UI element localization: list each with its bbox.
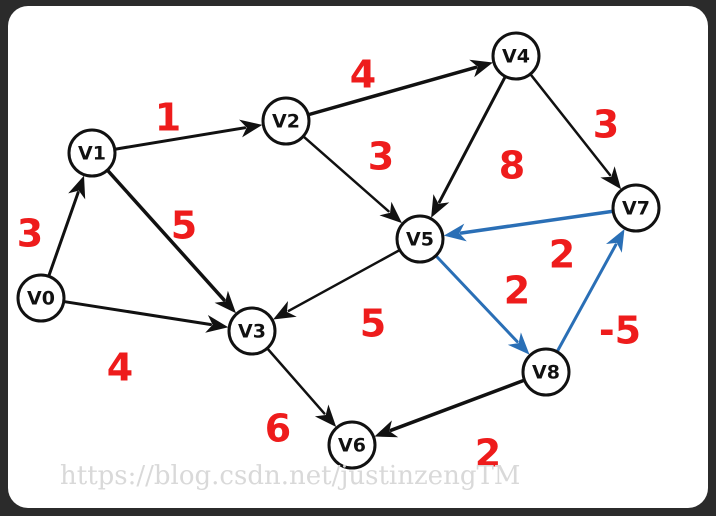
edge-line (459, 209, 614, 235)
arrowhead (469, 59, 493, 78)
edge-v1-to-v2 (114, 119, 263, 151)
arrowhead (443, 223, 467, 242)
node-circle (261, 96, 311, 146)
node-label: V0 (27, 288, 55, 310)
edge-weight-v5-v8: 2 (504, 269, 530, 313)
arrowhead (379, 201, 402, 224)
node-v3: V3 (227, 306, 277, 356)
edge-weight-v3-v6: 6 (265, 407, 291, 451)
arrowhead (205, 315, 229, 333)
edge-v5-to-v3 (273, 249, 401, 320)
edge-v3-to-v6 (266, 347, 337, 427)
node-circle (521, 347, 571, 397)
edge-v7-to-v5 (443, 209, 614, 242)
node-v0: V0 (16, 273, 66, 323)
node-circle (491, 31, 541, 81)
node-v4: V4 (491, 31, 541, 81)
edge-line (556, 243, 618, 353)
edge-v8-to-v7 (556, 229, 625, 353)
arrowhead (374, 420, 399, 438)
node-label: V2 (272, 111, 300, 133)
edge-weight-v8-v7: -5 (599, 309, 641, 353)
arrowhead (273, 301, 297, 320)
edge-line (266, 347, 326, 415)
edge-v2-to-v4 (307, 59, 493, 117)
node-v6: V6 (327, 420, 377, 470)
arrowhead (314, 404, 337, 427)
edge-line (389, 378, 526, 432)
edge-weight-v0-v3: 4 (107, 346, 133, 390)
node-v7: V7 (611, 183, 661, 233)
node-circle (67, 128, 117, 178)
arrowhead (600, 166, 622, 190)
edge-weight-v7-v5: 2 (549, 233, 575, 277)
edge-v4-to-v7 (529, 73, 622, 190)
arrowhead (507, 332, 530, 355)
arrowhead (239, 119, 263, 138)
node-v5: V5 (395, 214, 445, 264)
edge-line (529, 73, 612, 177)
node-label: V7 (622, 198, 650, 220)
node-circle (395, 214, 445, 264)
node-v8: V8 (521, 347, 571, 397)
node-label: V5 (406, 229, 434, 251)
node-v1: V1 (67, 128, 117, 178)
edge-line (287, 249, 401, 313)
node-circle (611, 183, 661, 233)
edge-weight-v1-v2: 1 (155, 96, 181, 140)
node-label: V8 (532, 362, 560, 384)
edge-line (106, 169, 226, 302)
edge-weight-v4-v7: 3 (593, 103, 619, 147)
edge-line (63, 300, 212, 326)
node-label: V6 (338, 435, 366, 457)
edge-v8-to-v6 (374, 378, 526, 438)
edges-layer (47, 59, 625, 438)
edge-line (307, 65, 478, 117)
node-circle (227, 306, 277, 356)
arrowhead (431, 194, 450, 218)
edge-weight-v1-v3: 5 (171, 204, 197, 248)
node-circle (16, 273, 66, 323)
edge-line (302, 135, 390, 213)
edge-v1-to-v3 (106, 169, 236, 314)
edge-v4-to-v5 (431, 75, 507, 218)
arrowhead (68, 175, 86, 200)
node-circle (327, 420, 377, 470)
edge-v2-to-v5 (302, 135, 402, 224)
edge-weight-v2-v4: 4 (350, 53, 376, 97)
node-label: V3 (238, 321, 266, 343)
edge-line (435, 254, 519, 343)
edge-weight-v8-v6: 2 (475, 432, 501, 476)
watermark-text: https://blog.csdn.net/justinzengTM (60, 461, 520, 491)
arrowhead (214, 290, 236, 314)
arrowhead (606, 229, 625, 253)
edge-line (438, 75, 507, 204)
node-label: V4 (502, 46, 530, 68)
edge-weight-v5-v3: 5 (360, 302, 386, 346)
edge-weight-v0-v1: 3 (17, 212, 43, 256)
edge-line (47, 191, 80, 277)
edge-v0-to-v3 (63, 300, 229, 333)
node-label: V1 (78, 143, 106, 165)
edge-weight-v2-v5: 3 (368, 135, 394, 179)
edge-v0-to-v1 (47, 175, 86, 277)
edge-line (114, 126, 247, 151)
edge-weight-v4-v5: 8 (499, 144, 525, 188)
node-v2: V2 (261, 96, 311, 146)
edge-v5-to-v8 (435, 254, 530, 355)
